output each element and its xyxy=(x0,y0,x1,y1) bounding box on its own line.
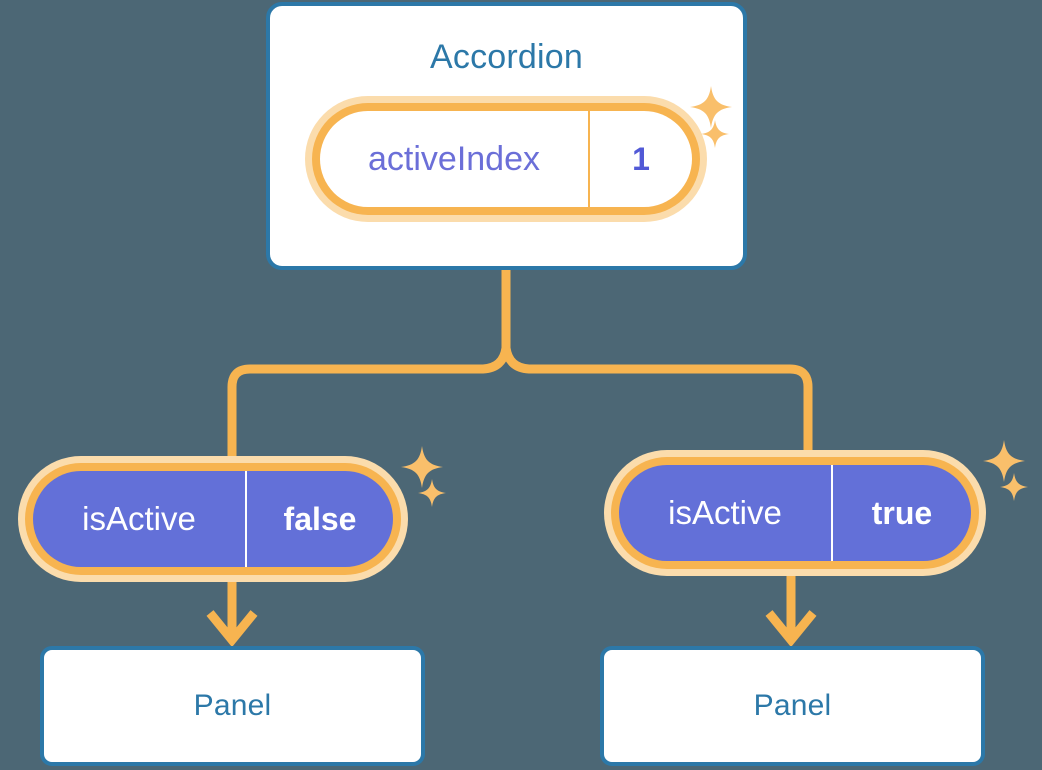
panel-component-card-left[interactable]: Panel xyxy=(40,646,425,766)
arrow-left-group xyxy=(206,582,258,648)
pill-divider xyxy=(588,111,590,207)
state-value-label: 1 xyxy=(632,140,650,177)
state-pill-activeindex[interactable]: activeIndex 1 xyxy=(305,96,707,222)
state-pill-isactive-true[interactable]: isActive true xyxy=(604,450,986,576)
arrow-down-head-right xyxy=(765,610,817,648)
accordion-title: Accordion xyxy=(430,38,583,76)
arrow-right-group xyxy=(765,576,817,648)
panel-title-right: Panel xyxy=(753,689,832,722)
state-key-label: activeIndex xyxy=(368,139,540,178)
panel-component-card-right[interactable]: Panel xyxy=(600,646,985,766)
pill-body: activeIndex 1 xyxy=(320,111,692,207)
state-key-label: isActive xyxy=(668,494,782,531)
state-value-label: true xyxy=(871,494,933,531)
pill-divider xyxy=(831,465,833,561)
arrow-down-head-left xyxy=(206,610,258,648)
pill-body: isActive true xyxy=(619,465,971,561)
state-key-label: isActive xyxy=(82,500,196,537)
sparkle-small-icon xyxy=(1000,473,1028,501)
panel-title-left: Panel xyxy=(193,689,272,722)
sparkle-small-icon xyxy=(418,479,446,507)
state-value-label: false xyxy=(283,500,357,537)
fork-branch-left xyxy=(227,343,511,461)
fork-branch-right xyxy=(501,343,813,455)
sparkle-large-icon xyxy=(401,446,443,488)
pill-divider xyxy=(245,471,247,567)
pill-body: isActive false xyxy=(33,471,393,567)
sparkle-large-icon xyxy=(983,440,1025,482)
state-pill-isactive-false[interactable]: isActive false xyxy=(18,456,408,582)
